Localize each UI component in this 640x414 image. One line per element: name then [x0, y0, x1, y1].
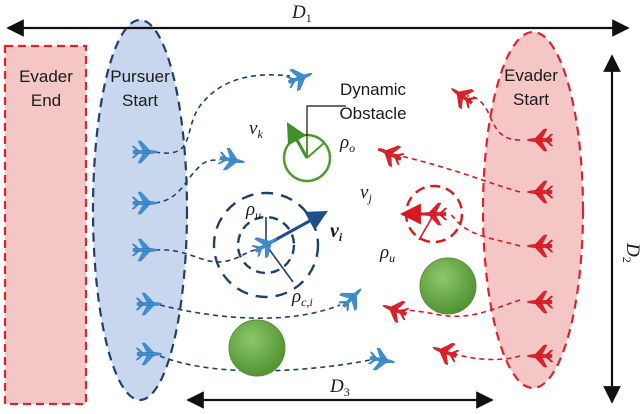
evader-aircraft-icon: [378, 294, 412, 326]
dynamic-obstacle: [282, 122, 332, 183]
d3-label: D3: [329, 376, 350, 399]
v-j-label: vj: [360, 182, 372, 205]
evader-aircraft-icon: [428, 336, 462, 368]
evader-end-label-line1: Evader: [19, 67, 73, 86]
d2-label: D2: [620, 242, 640, 263]
pursuer-start-label-line2: Start: [122, 91, 158, 110]
obstacle-label-line2: Obstacle: [339, 104, 406, 123]
v-i-label: vi: [330, 220, 343, 244]
pursuer-aircraft-icon: [366, 346, 398, 374]
static-obstacle-2: [228, 319, 286, 377]
evader-aircraft-icon: [373, 138, 407, 170]
evader-start-region: [481, 30, 585, 390]
evader-end-region: [3, 44, 88, 406]
evader-end-label-line2: End: [31, 91, 61, 110]
rho-ci-label: ρc,i: [291, 286, 313, 309]
d1-label: D1: [291, 2, 312, 25]
evader-start-label-line1: Evader: [504, 66, 558, 85]
evader-start-label-line2: Start: [513, 90, 549, 109]
rho-u-left-label: ρu: [245, 199, 261, 222]
static-obstacle-1: [419, 257, 477, 315]
rho-u-right-label: ρu: [379, 242, 395, 265]
obstacle-label-line1: Dynamic: [340, 80, 407, 99]
evader-aircraft-icon: [444, 79, 480, 113]
rho-o-label: ρo: [339, 132, 355, 155]
pursuer-start-label-line1: Pursuer: [110, 67, 170, 86]
pursuer-aircraft-icon: [216, 146, 248, 174]
pursuer-aircraft-icon: [283, 62, 317, 94]
pursuer-aircraft-icon: [334, 280, 370, 316]
obstacle-leader-line: [306, 105, 346, 136]
v-k-label: vk: [249, 118, 263, 141]
evader-aircraft-icon: [420, 202, 448, 226]
